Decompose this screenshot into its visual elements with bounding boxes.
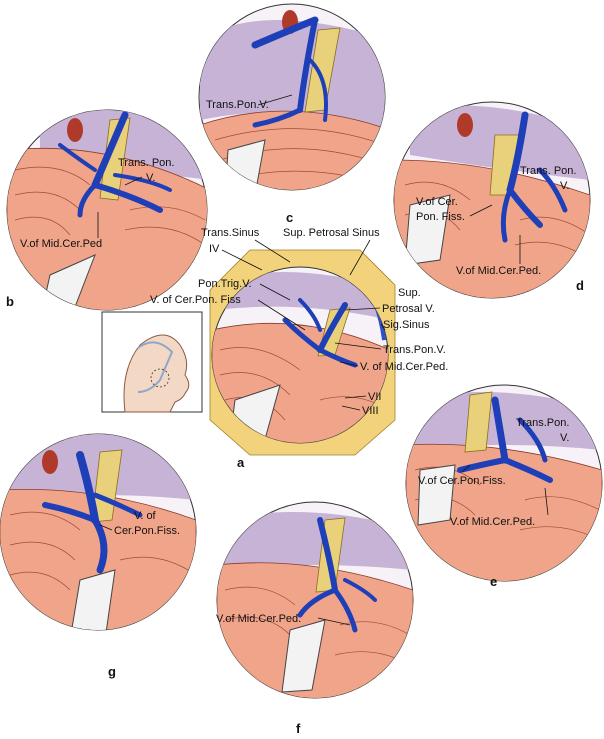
label-d-trans-pon: Trans. Pon.: [520, 165, 576, 177]
panel-letter-d: d: [576, 278, 584, 293]
panel-c: Trans.Pon.V. c: [198, 3, 386, 225]
label-d-v-of-cer: V.of Cer.: [416, 196, 458, 208]
leader-a-trans-pon-v: [334, 342, 382, 350]
label-d-v: V.: [560, 180, 569, 192]
panel-letter-b: b: [6, 294, 14, 309]
label-a-pon-trig-v: Pon.Trig.V.: [198, 278, 252, 290]
leader-a-sup-pet-sinus: [349, 239, 371, 276]
label-g-cer-pon-fiss: Cer.Pon.Fiss.: [114, 525, 180, 537]
label-b-v-mid-cer-ped: V.of Mid.Cer.Ped: [20, 238, 102, 250]
leader-a-iv: [221, 249, 263, 271]
panel-letter-f: f: [296, 721, 301, 736]
label-b-trans-pon: Trans. Pon.: [118, 157, 174, 169]
head-incision-line: [137, 341, 174, 393]
label-a-vii: VII: [368, 391, 381, 403]
leader-a-petrosal-v: [344, 307, 381, 311]
panel-e: Trans.Pon. V. V.of Cer.Pon.Fiss. V.of Mi…: [405, 384, 603, 589]
label-d-pon-fiss: Pon. Fiss.: [416, 211, 465, 223]
leader-a-pon-trig: [259, 283, 291, 301]
leader-a-cer-pon-fiss: [257, 299, 306, 331]
label-e-v: V.: [560, 432, 569, 444]
leader-a-viii: [341, 405, 361, 411]
label-a-v-cer-pon-fiss: V. of Cer.Pon. Fiss: [150, 294, 241, 306]
panel-a: Trans.Sinus IV Sup. Petrosal Sinus Pon.T…: [101, 227, 448, 470]
panel-b: Trans. Pon. V. V.of Mid.Cer.Ped b: [6, 109, 208, 311]
panel-g: V. of Cer.Pon.Fiss. g: [0, 433, 197, 679]
panel-letter-g: g: [108, 664, 116, 679]
leader-d-pon-fiss: [469, 204, 493, 217]
label-e-trans-pon: Trans.Pon.: [516, 417, 569, 429]
leader-e-cer-pon-fiss: [461, 464, 471, 473]
panel-letter-e: e: [490, 574, 497, 589]
leader-a-trans-sinus: [254, 239, 291, 263]
label-a-trans-sinus: Trans.Sinus: [201, 227, 260, 239]
label-a-iv: IV: [209, 243, 220, 255]
label-a-sup: Sup.: [398, 287, 421, 299]
label-e-v-mid-cer-ped: V.of Mid.Cer.Ped.: [450, 516, 535, 528]
label-b-v: V.: [146, 172, 155, 184]
label-c-trans-pon-v: Trans.Pon.V.: [206, 99, 269, 111]
label-a-sup-petrosal-sinus: Sup. Petrosal Sinus: [283, 227, 380, 239]
label-g-v-of: V. of: [134, 510, 157, 522]
leader-a-vii: [344, 395, 367, 399]
leader-f-mid-cer-ped: [317, 617, 351, 626]
panel-d: Trans. Pon. V. V.of Cer. Pon. Fiss. V.of…: [393, 101, 591, 299]
label-a-sig-sinus: Sig.Sinus: [383, 319, 430, 331]
label-a-petrosal-v: Petrosal V.: [382, 303, 435, 315]
leader-a-mid-cer-ped: [339, 361, 359, 367]
leader-c-trans-pon: [257, 94, 293, 106]
leader-b-trans-pon: [124, 176, 143, 186]
panel-letter-c: c: [286, 210, 293, 225]
label-d-v-mid-cer-ped: V.of Mid.Cer.Ped.: [456, 265, 541, 277]
label-e-v-cer-pon-fiss: V.of Cer.Pon.Fiss.: [418, 475, 506, 487]
label-a-v-mid-cer-ped: V. of Mid.Cer.Ped.: [360, 361, 448, 373]
panel-f: V.of Mid.Cer.Ped. f: [216, 501, 414, 736]
leader-a-sig-sinus: [380, 323, 386, 331]
leader-g-cer-pon-fiss: [99, 524, 113, 531]
leader-e-mid-cer-ped: [544, 487, 549, 516]
panel-letter-a: a: [237, 455, 245, 470]
label-f-v-mid-cer-ped: V.of Mid.Cer.Ped.: [216, 613, 301, 625]
label-a-trans-pon-v: Trans.Pon.V.: [383, 344, 446, 356]
label-a-viii: VIII: [362, 405, 379, 417]
